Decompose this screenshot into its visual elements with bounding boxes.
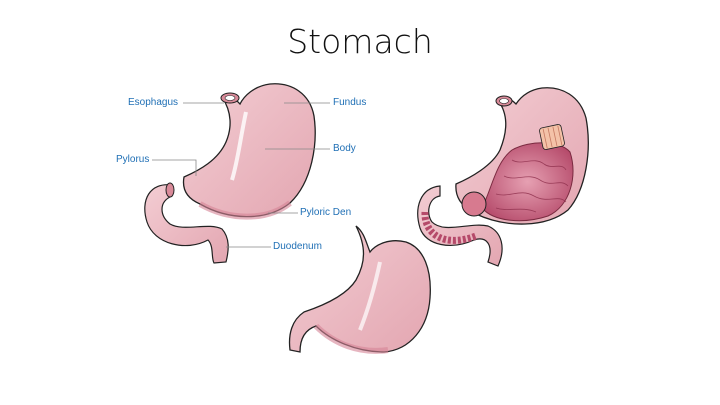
stomach-body-shape <box>182 83 316 218</box>
label-body: Body <box>333 143 356 154</box>
label-esophagus: Esophagus <box>128 97 179 108</box>
label-pyloric: Pyloric Den <box>300 207 352 218</box>
duodenum-shape <box>144 184 229 264</box>
labeled-stomach <box>144 83 330 264</box>
label-fundus: Fundus <box>333 97 367 108</box>
label-pylorus: Pylorus <box>116 154 150 165</box>
plain-stomach <box>288 225 431 354</box>
label-duodenum: Duodenum <box>273 241 322 252</box>
slide-title: Stomach <box>287 22 433 61</box>
cutaway-stomach <box>417 87 589 267</box>
